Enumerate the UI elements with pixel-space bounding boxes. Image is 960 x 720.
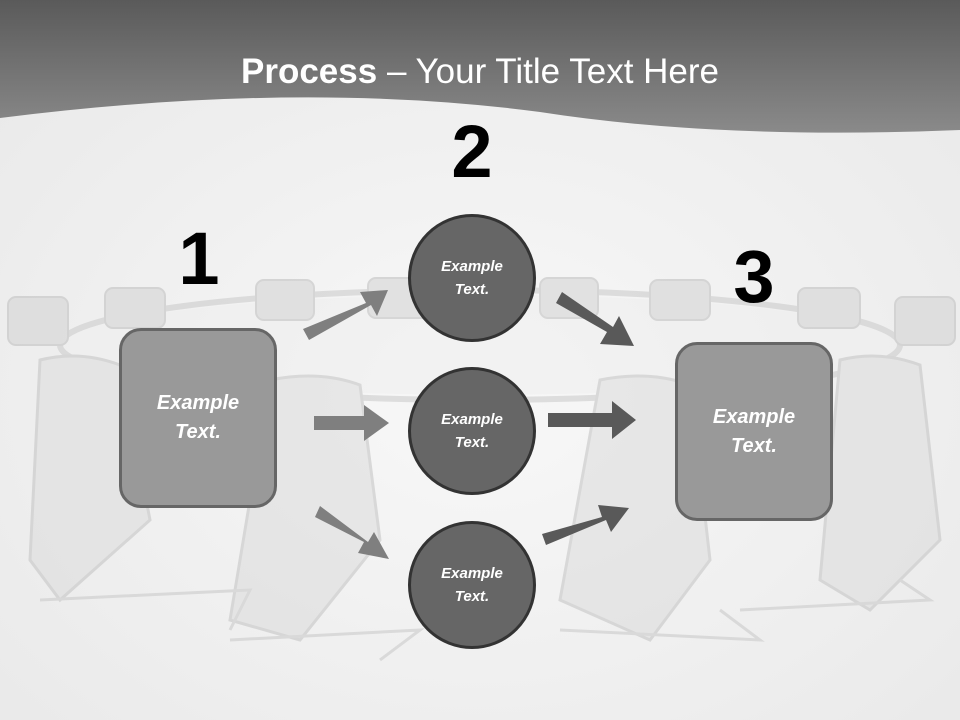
- step-box-3: Example Text.: [675, 342, 833, 521]
- process-circle-middle-text: Example Text.: [441, 411, 503, 451]
- step-number-1: 1: [178, 217, 220, 300]
- step-number-3: 3: [733, 235, 775, 318]
- arrow-1-to-2-middle: [314, 405, 389, 441]
- flow-arrows: [303, 290, 636, 559]
- arrow-1-to-2-bottom: [315, 506, 389, 559]
- step-box-1-text: Example Text.: [156, 392, 240, 443]
- step-box-1: Example Text.: [119, 328, 277, 508]
- step-number-2: 2: [451, 110, 493, 193]
- process-circle-middle: Example Text.: [408, 367, 536, 495]
- title-strong: Process: [241, 52, 378, 91]
- process-circle-bottom: Example Text.: [408, 521, 536, 649]
- slide-title: Process – Your Title Text Here: [0, 52, 960, 92]
- arrow-1-to-2-top: [303, 290, 388, 340]
- arrow-2-to-3-bottom: [542, 505, 629, 545]
- arrow-2-to-3-middle: [548, 401, 636, 439]
- header-band: [0, 0, 960, 133]
- step-box-3-text: Example Text.: [712, 405, 796, 457]
- arrow-2-to-3-top: [556, 292, 634, 346]
- process-circle-bottom-text: Example Text.: [441, 565, 503, 605]
- process-circle-top-text: Example Text.: [441, 258, 503, 298]
- process-circle-top: Example Text.: [408, 214, 536, 342]
- title-rest: – Your Title Text Here: [377, 52, 719, 91]
